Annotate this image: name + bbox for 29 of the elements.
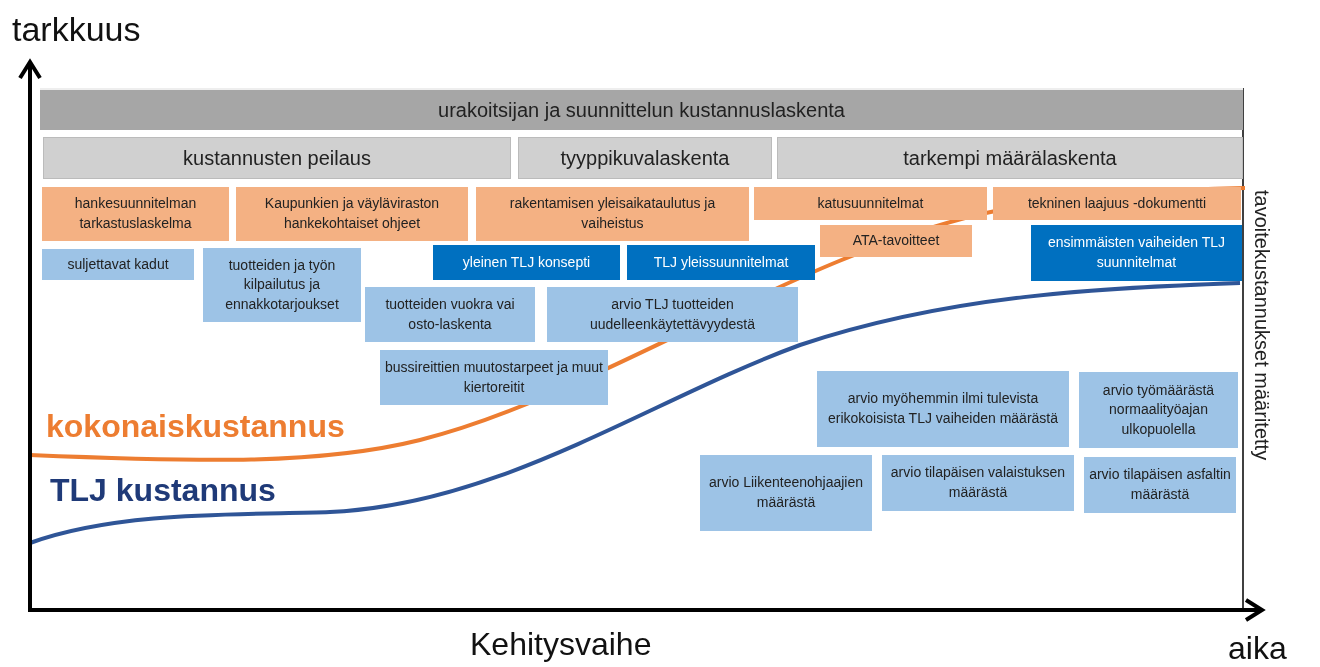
task-box: Kaupunkien ja väyläviraston hankekohtaiset ohjeet [236, 187, 468, 241]
phase-bar: tarkempi määrälaskenta [777, 137, 1243, 179]
axis-title: Kehitysvaihe [470, 626, 652, 663]
task-box: tekninen laajuus -dokumentti [993, 187, 1241, 220]
phase-bar: kustannusten peilaus [43, 137, 511, 179]
estimate-box: arvio työmäärästä normaalityöajan ulkopuolella [1079, 372, 1238, 448]
axis-title: aika [1228, 630, 1287, 667]
task-box: rakentamisen yleisaikataulutus ja vaiheistus [476, 187, 749, 241]
estimate-box: tuotteiden ja työn kilpailutus ja ennakkotarjoukset [203, 248, 361, 322]
plan-box: yleinen TLJ konsepti [433, 245, 620, 280]
axis-title: tarkkuus [12, 10, 141, 49]
milestone-label: tavoitekustannukset määritetty [1250, 190, 1273, 461]
estimate-box: arvio TLJ tuotteiden uudelleenkäytettävyydestä [547, 287, 798, 342]
curve-label: TLJ kustannus [50, 472, 276, 509]
estimate-box: bussireittien muutostarpeet ja muut kiertoreitit [380, 350, 608, 405]
header-bar: urakoitsijan ja suunnittelun kustannuslaskenta [40, 88, 1243, 130]
curve-label: kokonaiskustannus [46, 408, 345, 445]
task-box: katusuunnitelmat [754, 187, 987, 220]
estimate-box: arvio tilapäisen valaistuksen määrästä [882, 455, 1074, 511]
plan-box: TLJ yleissuunnitelmat [627, 245, 815, 280]
estimate-box: arvio tilapäisen asfaltin määrästä [1084, 457, 1236, 513]
task-box: ATA-tavoitteet [820, 225, 972, 257]
estimate-box: tuotteiden vuokra vai osto-laskenta [365, 287, 535, 342]
estimate-box: arvio Liikenteenohjaajien määrästä [700, 455, 872, 531]
estimate-box: suljettavat kadut [42, 249, 194, 280]
phase-bar: tyyppikuvalaskenta [518, 137, 772, 179]
estimate-box: arvio myöhemmin ilmi tulevista erikokoisista TLJ vaiheiden määrästä [817, 371, 1069, 447]
plan-box: ensimmäisten vaiheiden TLJ suunnitelmat [1031, 225, 1242, 281]
task-box: hankesuunnitelman tarkastuslaskelma [42, 187, 229, 241]
